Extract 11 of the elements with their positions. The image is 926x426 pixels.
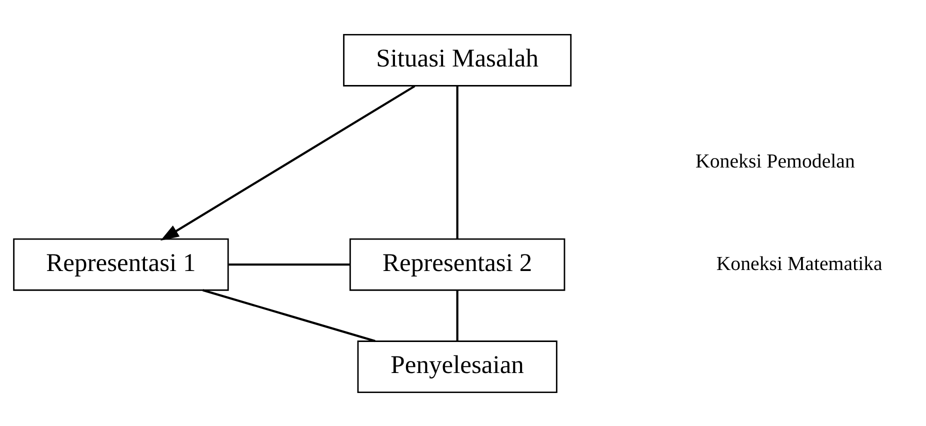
label: Koneksi Pemodelan (696, 150, 855, 172)
node-box: Representasi 2 (349, 238, 566, 290)
label: Koneksi Matematika (716, 252, 882, 274)
connector (228, 263, 350, 266)
node-box: Situasi Masalah (343, 33, 572, 86)
node-box: Representasi 1 (13, 238, 229, 290)
connector (202, 288, 376, 342)
arrow (160, 84, 416, 240)
connector (456, 86, 458, 238)
connector (456, 290, 458, 341)
node-box: Penyelesaian (357, 340, 558, 393)
